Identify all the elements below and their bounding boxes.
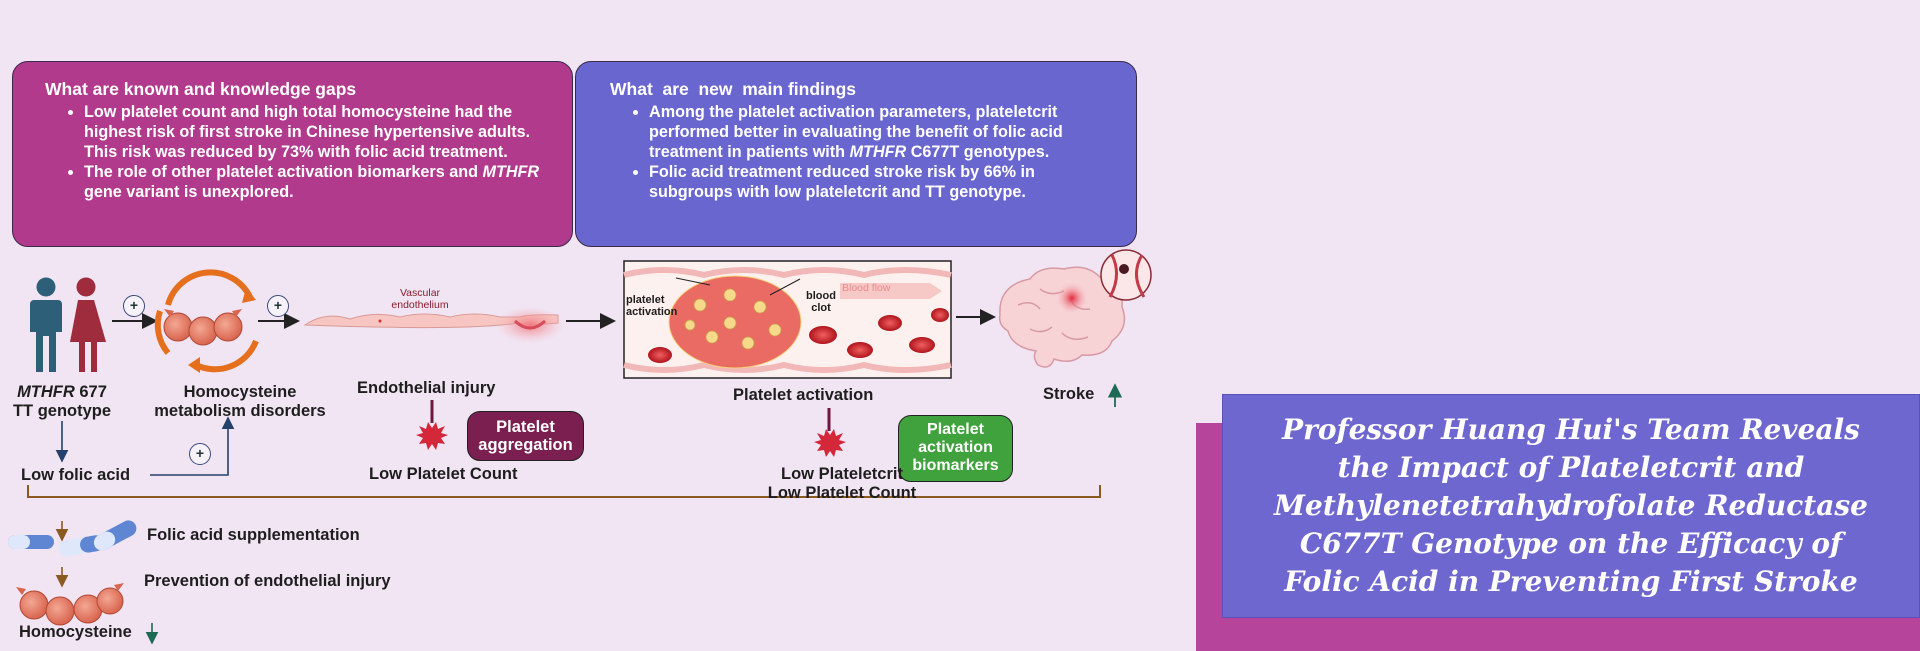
prevention-label: Prevention of endothelial injury (144, 572, 391, 590)
platelet-aggregation-pill: Platelet aggregation (467, 411, 584, 461)
blood-clot-tag: blood clot (806, 290, 836, 314)
title-text: Professor Huang Hui's Team Reveals the I… (1274, 413, 1868, 598)
known-gaps-heading: What are known and knowledge gaps (45, 79, 357, 99)
blood-clot-panel (623, 260, 952, 379)
platelet-activation-tag: platelet activation (626, 294, 678, 318)
homocysteine-cells-icon (16, 583, 124, 626)
homocysteine-down-label: Homocysteine (19, 623, 132, 641)
brain-icon (998, 249, 1152, 368)
pathway-diagram (8, 249, 1152, 645)
plus-icon: + (189, 443, 211, 465)
new-findings-heading: What are new main findings (610, 79, 856, 99)
plus-icon: + (267, 295, 289, 317)
low-platelet-count-label: Low Platelet Count (369, 465, 518, 483)
platelet-activation-label: Platelet activation (733, 386, 874, 404)
known-gaps-box: What are known and knowledge gaps Low pl… (12, 61, 573, 247)
plus-icon: + (123, 295, 145, 317)
blood-flow-tag: Blood flow (842, 282, 891, 294)
known-gaps-list: Low platelet count and high total homocy… (58, 102, 544, 202)
new-findings-bullet-1: Among the platelet activation parameters… (649, 102, 1119, 162)
low-plateletcrit-label: Low Plateletcrit Low Platelet Count (767, 465, 917, 502)
vascular-endothelium-label: Vascular endothelium (391, 287, 449, 311)
stroke-label: Stroke (1043, 385, 1095, 403)
homocysteine-cycle-icon (154, 269, 259, 373)
people-icon (30, 277, 106, 372)
known-gaps-bullet-2: The role of other platelet activation bi… (84, 162, 544, 202)
new-findings-list: Among the platelet activation parameters… (623, 102, 1119, 202)
title-panel (1222, 394, 1920, 618)
folic-supplementation-label: Folic acid supplementation (147, 526, 360, 544)
endothelial-injury-label: Endothelial injury (357, 379, 496, 397)
platelet-icon (416, 422, 846, 457)
low-folic-acid-label: Low folic acid (21, 466, 131, 484)
platelet-activation-biomarkers-pill: Platelet activation biomarkers (898, 415, 1013, 482)
new-findings-box: What are new main findings Among the pla… (575, 61, 1137, 247)
homocysteine-metabolism-label: Homocysteine metabolism disorders (154, 383, 326, 420)
capsule-icon (8, 520, 137, 557)
new-findings-bullet-2: Folic acid treatment reduced stroke risk… (649, 162, 1119, 202)
known-gaps-bullet-1: Low platelet count and high total homocy… (84, 102, 544, 162)
genotype-label: MTHFR 677 TT genotype (12, 383, 112, 420)
endothelium-icon (303, 307, 564, 343)
